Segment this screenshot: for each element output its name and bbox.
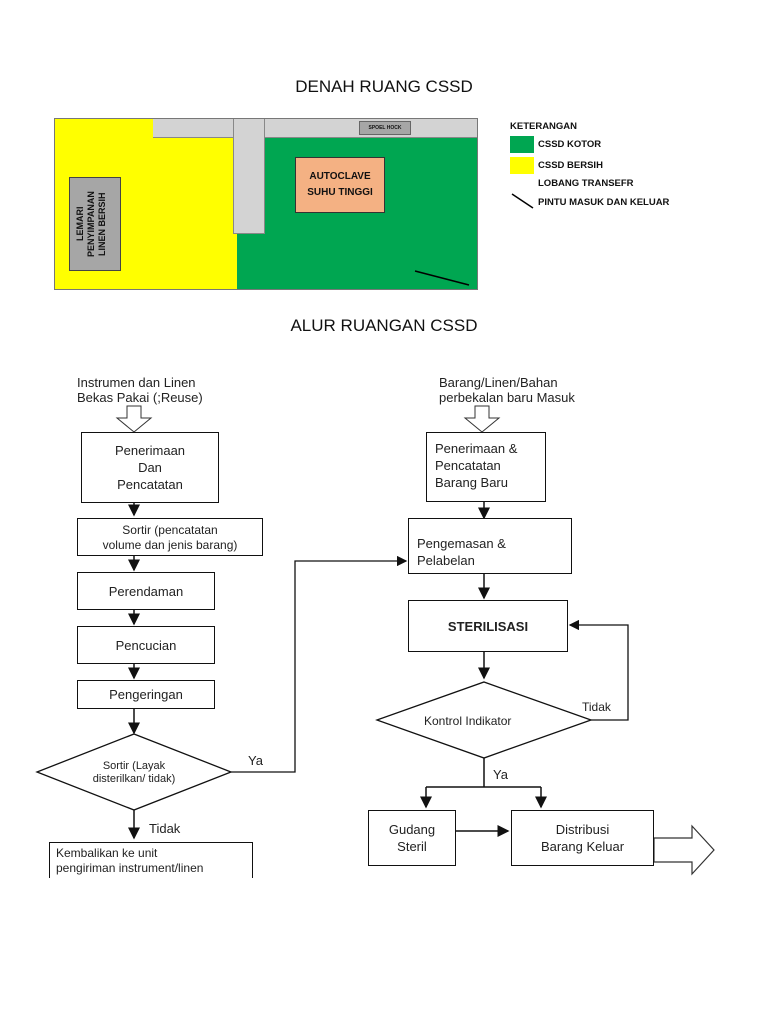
autoclave-box: AUTOCLAVE SUHU TINGGI — [295, 157, 385, 213]
right-input-label: Barang/Linen/Bahan perbekalan baru Masuk — [439, 375, 575, 405]
box-sortir-pencatatan: Sortir (pencatatan volume dan jenis bara… — [77, 518, 263, 556]
legend-label-kotor: CSSD KOTOR — [538, 139, 602, 150]
box-pengemasan-pelabelan: Pengemasan & Pelabelan — [408, 518, 572, 574]
box-gudang-steril: Gudang Steril — [368, 810, 456, 866]
box-sterilisasi: STERILISASI — [408, 600, 568, 652]
box-penerimaan-pencatatan: Penerimaan Dan Pencatatan — [81, 432, 219, 503]
left-decision-label: Sortir (Layak disterilkan/ tidak) — [92, 760, 176, 785]
floor-plan: SPOEL HOCK AUTOCLAVE SUHU TINGGI LEMARI … — [54, 118, 478, 290]
lemari-box: LEMARI PENYIMPANAN LINEN BERSIH — [69, 177, 121, 271]
flow-title: ALUR RUANGAN CSSD — [290, 316, 478, 335]
box-pengeringan: Pengeringan — [77, 680, 215, 709]
left-tidak-label: Tidak — [149, 821, 181, 836]
right-tidak-label: Tidak — [582, 700, 611, 714]
floorplan-title: DENAH RUANG CSSD — [295, 77, 473, 96]
corridor-vertical — [233, 119, 265, 234]
legend-swatch-bersih — [510, 157, 534, 174]
box-pencucian: Pencucian — [77, 626, 215, 664]
output-arrow-icon — [653, 824, 715, 876]
box-perendaman: Perendaman — [77, 572, 215, 610]
left-input-label: Instrumen dan Linen Bekas Pakai (;Reuse) — [77, 375, 203, 405]
spoel-hock: SPOEL HOCK — [359, 121, 411, 135]
right-decision-label: Kontrol Indikator — [424, 714, 512, 728]
right-ya-label: Ya — [493, 767, 508, 782]
door-line — [414, 270, 470, 286]
left-ya-label: Ya — [248, 753, 263, 768]
box-distribusi: Distribusi Barang Keluar — [511, 810, 654, 866]
legend-swatch-kotor — [510, 136, 534, 153]
legend-label-lobang: LOBANG TRANSEFR — [538, 178, 634, 189]
legend-label-pintu: PINTU MASUK DAN KELUAR — [538, 197, 670, 208]
box-kembalikan: Kembalikan ke unit pengiriman instrument… — [49, 842, 253, 878]
legend-label-bersih: CSSD BERSIH — [538, 160, 603, 171]
legend-title: KETERANGAN — [510, 121, 578, 132]
box-penerimaan-barang-baru: Penerimaan & Pencatatan Barang Baru — [426, 432, 546, 502]
